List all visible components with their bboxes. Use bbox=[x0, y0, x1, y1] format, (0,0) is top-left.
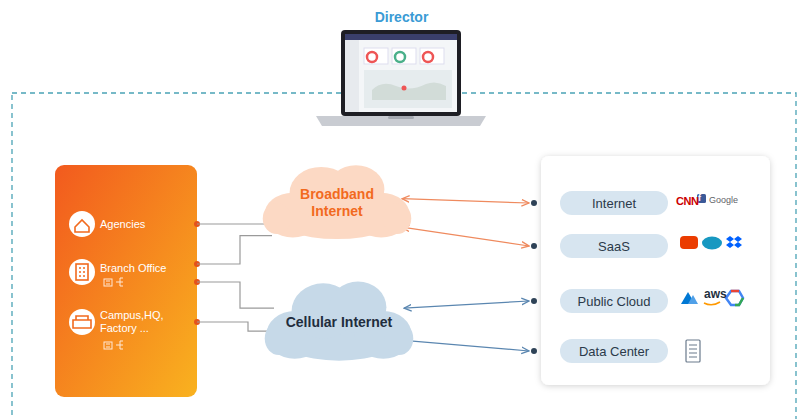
connector bbox=[402, 199, 529, 203]
logo-text: Google bbox=[709, 195, 738, 205]
connector bbox=[197, 282, 274, 308]
node-text: Broadband Internet bbox=[278, 186, 396, 220]
connector bbox=[197, 322, 274, 331]
connector-dot bbox=[531, 243, 537, 249]
site-item: Campus,HQ, Factory ... bbox=[100, 306, 197, 338]
connector-dot bbox=[531, 200, 537, 206]
destination-pill: SaaS bbox=[560, 234, 668, 258]
node-text: Internet bbox=[592, 196, 636, 211]
node-text: Public Cloud bbox=[578, 294, 651, 309]
connector bbox=[404, 301, 529, 308]
connector bbox=[197, 223, 272, 224]
network-cloud: Broadband Internet bbox=[258, 160, 416, 246]
site-item: Agencies bbox=[100, 214, 197, 234]
connector bbox=[402, 227, 529, 246]
network-cloud: Cellular Internet bbox=[260, 276, 418, 368]
node-text: Cellular Internet bbox=[280, 314, 398, 331]
node-text: Branch Office bbox=[100, 262, 191, 275]
node-text: Agencies bbox=[100, 218, 191, 231]
connector bbox=[197, 236, 272, 264]
destination-pill: Data Center bbox=[560, 339, 668, 363]
connector-dot bbox=[531, 348, 537, 354]
node-text: SaaS bbox=[598, 239, 630, 254]
destination-pill: Public Cloud bbox=[560, 289, 668, 313]
connector bbox=[404, 340, 529, 351]
logo-text: aws bbox=[704, 287, 727, 301]
logo-text: f bbox=[698, 193, 701, 203]
connector-dot bbox=[531, 298, 537, 304]
destination-pill: Internet bbox=[560, 191, 668, 215]
node-text: Campus,HQ, Factory ... bbox=[100, 309, 191, 335]
diagram-title: Director bbox=[0, 9, 803, 25]
node-text: Data Center bbox=[579, 344, 649, 359]
logo-text: CNN bbox=[676, 195, 698, 207]
site-item: Branch Office bbox=[100, 258, 197, 278]
